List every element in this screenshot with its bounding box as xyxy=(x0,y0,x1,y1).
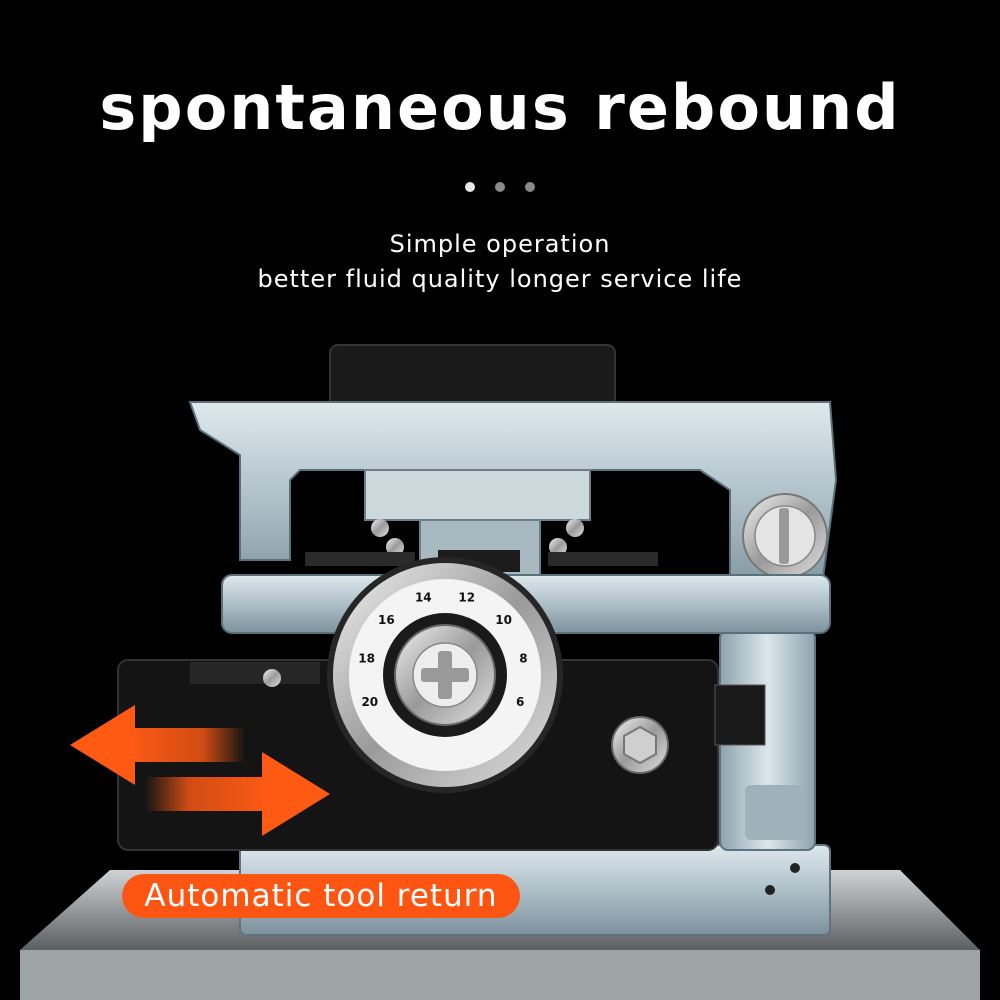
dial-number: 8 xyxy=(519,652,527,666)
cross-screw-icon xyxy=(421,651,469,699)
pagination-dots xyxy=(0,182,1000,192)
left-arrow-icon xyxy=(70,705,245,785)
subtitle-line-1: Simple operation xyxy=(389,230,611,258)
dial-number: 18 xyxy=(358,652,375,666)
dial-labels: 20 18 16 14 12 10 8 6 xyxy=(358,591,527,709)
subtitle-line-2: better fluid quality longer service life xyxy=(257,265,743,293)
dial-number: 10 xyxy=(495,613,512,627)
pagination-dot-2[interactable] xyxy=(495,182,505,192)
hex-bolt-icon xyxy=(611,716,669,774)
dial-number: 16 xyxy=(378,613,395,627)
dial-number: 20 xyxy=(361,695,378,709)
blade-dial[interactable]: 20 18 16 14 12 10 8 6 xyxy=(327,557,563,793)
dial-number: 14 xyxy=(415,591,432,605)
pagination-dot-3[interactable] xyxy=(525,182,535,192)
press-block xyxy=(364,469,591,521)
platform-front xyxy=(20,950,980,1000)
right-arrow-icon xyxy=(145,752,330,836)
dial-number: 12 xyxy=(458,591,475,605)
automatic-tool-return-badge: Automatic tool return xyxy=(122,874,520,918)
pagination-dot-1[interactable] xyxy=(465,182,475,192)
headline: spontaneous rebound xyxy=(99,71,901,144)
dial-number: 6 xyxy=(516,695,524,709)
